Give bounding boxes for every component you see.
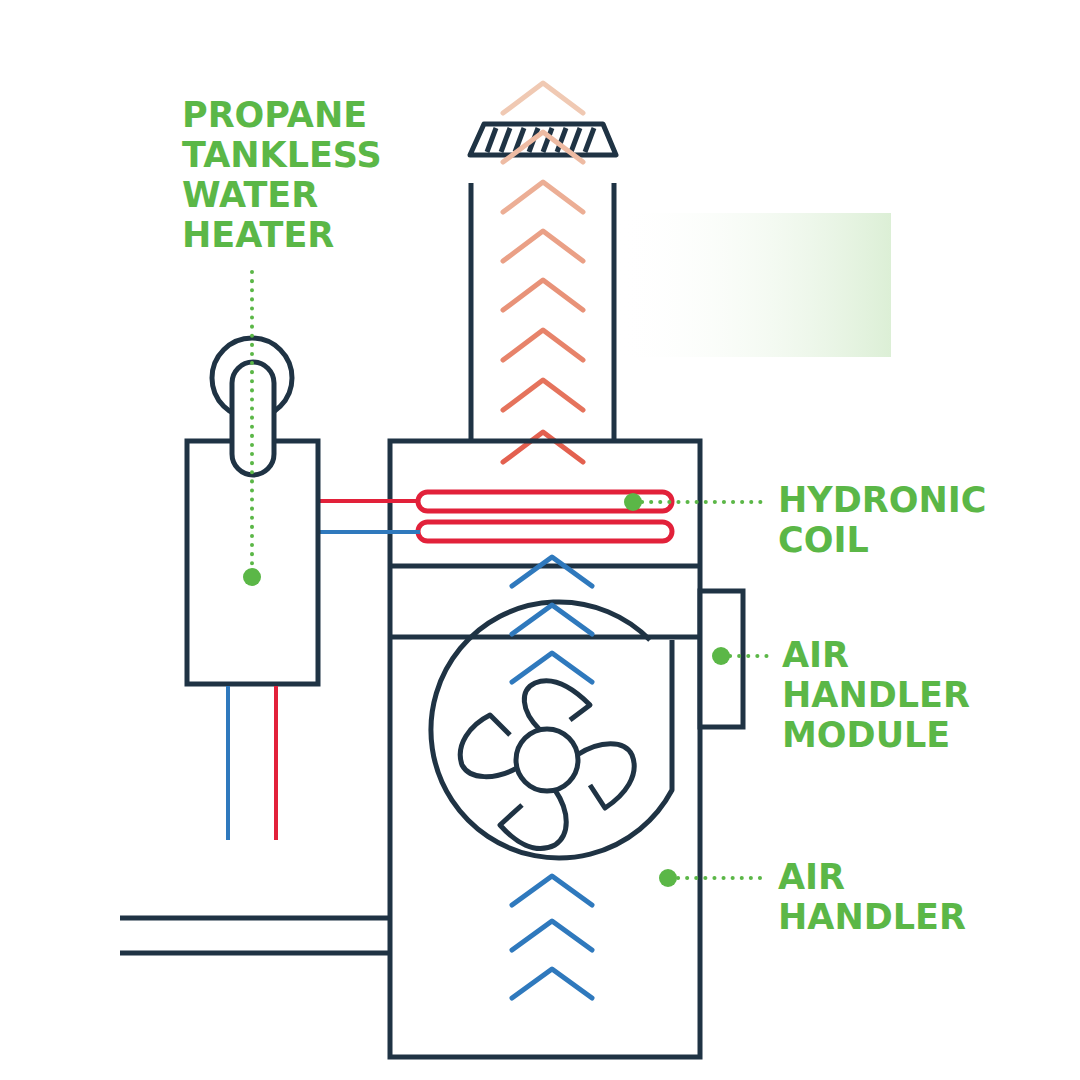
callout-label: HYDRONIC COIL bbox=[778, 480, 986, 560]
branch-duct bbox=[616, 213, 891, 357]
hot-outlet-pipe bbox=[274, 686, 278, 840]
wall bbox=[118, 48, 123, 1058]
warm-air-arrows bbox=[503, 83, 583, 462]
blower-fan bbox=[431, 602, 672, 858]
shelf bbox=[120, 918, 390, 953]
cold-inlet-pipe bbox=[226, 686, 230, 840]
vent-grille bbox=[470, 124, 616, 155]
supply-duct bbox=[471, 183, 614, 442]
air-handler-cabinet bbox=[390, 441, 743, 1057]
leader-dots bbox=[243, 493, 730, 887]
return-pipe bbox=[318, 530, 420, 534]
hydronic-coil bbox=[418, 492, 672, 541]
callout-label: AIR HANDLER bbox=[778, 857, 966, 937]
callout-label: PROPANE TANKLESS WATER HEATER bbox=[182, 95, 382, 255]
supply-pipe bbox=[318, 499, 420, 503]
callout-label: AIR HANDLER MODULE bbox=[782, 635, 970, 755]
leader-lines bbox=[252, 272, 770, 878]
return-air-arrows bbox=[512, 557, 592, 998]
